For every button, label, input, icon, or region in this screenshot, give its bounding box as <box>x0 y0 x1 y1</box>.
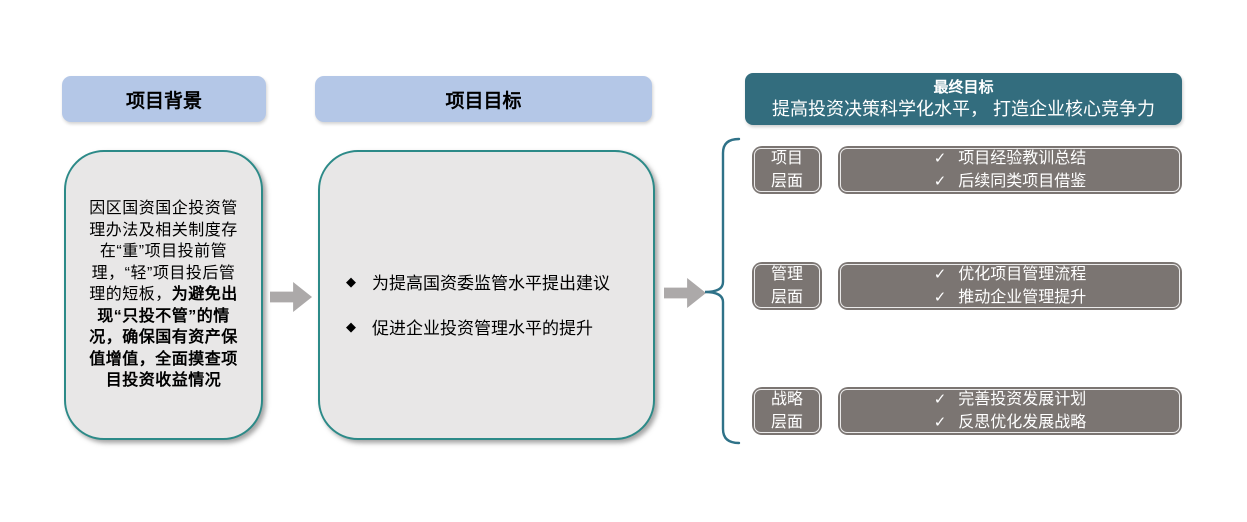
check-item: ✓ 项目经验教训总结 <box>934 147 1087 170</box>
diamond-bullet-icon: ◆ <box>346 274 356 289</box>
level-label-line: 项目 <box>770 150 803 167</box>
project-background-box: 因区国资国企投资管理办法及相关制度存在“重”项目投前管理，“轻”项目投后管理的短… <box>64 150 263 440</box>
curly-brace-icon <box>700 136 748 446</box>
check-item: ✓ 后续同类项目借鉴 <box>934 170 1087 193</box>
checkmark-icon: ✓ <box>933 173 947 190</box>
final-goal-subtitle: 提高投资决策科学化水平， 打造企业核心竞争力 <box>772 98 1155 119</box>
level-label-project: 项目 层面 <box>752 146 822 194</box>
checkmark-icon: ✓ <box>933 391 947 408</box>
level-content-project: ✓ 项目经验教训总结 ✓ 后续同类项目借鉴 <box>838 146 1182 194</box>
project-objectives-box: ◆ 为提高国资委监管水平提出建议 ◆ 促进企业投资管理水平的提升 <box>318 150 655 440</box>
level-label-management: 管理 层面 <box>752 262 822 310</box>
objective-item: ◆ 为提高国资委监管水平提出建议 <box>346 269 643 294</box>
checkmark-icon: ✓ <box>933 150 947 167</box>
checkmark-icon: ✓ <box>933 414 947 431</box>
check-item-text: 项目经验教训总结 <box>958 150 1087 167</box>
check-item-text: 完善投资发展计划 <box>958 391 1087 408</box>
background-text-bold: 为避免出现“只投不管”的情况，确保国有资产保值增值，全面摸查项目投资收益情况 <box>89 286 238 390</box>
objective-item: ◆ 促进企业投资管理水平的提升 <box>346 314 643 339</box>
check-item: ✓ 推动企业管理提升 <box>934 286 1087 309</box>
check-item: ✓ 完善投资发展计划 <box>934 388 1087 411</box>
level-content-strategy: ✓ 完善投资发展计划 ✓ 反思优化发展战略 <box>838 387 1182 435</box>
level-label-line: 层面 <box>770 414 803 431</box>
final-goal-header: 最终目标 提高投资决策科学化水平， 打造企业核心竞争力 <box>745 73 1182 125</box>
level-label-line: 层面 <box>770 289 803 306</box>
project-objectives-header: 项目目标 <box>315 76 652 122</box>
project-background-header: 项目背景 <box>62 76 266 122</box>
objective-text: 为提高国资委监管水平提出建议 <box>372 274 610 293</box>
project-background-text: 因区国资国企投资管理办法及相关制度存在“重”项目投前管理，“轻”项目投后管理的短… <box>85 198 243 392</box>
check-item-text: 推动企业管理提升 <box>958 289 1087 306</box>
level-label-line: 战略 <box>770 391 803 408</box>
level-content-management: ✓ 优化项目管理流程 ✓ 推动企业管理提升 <box>838 262 1182 310</box>
checkmark-icon: ✓ <box>933 266 947 283</box>
level-label-strategy: 战略 层面 <box>752 387 822 435</box>
check-item: ✓ 优化项目管理流程 <box>934 263 1087 286</box>
check-item: ✓ 反思优化发展战略 <box>934 411 1087 434</box>
right-arrow-icon <box>270 282 312 312</box>
background-text-regular: 因区国资国企投资管理办法及相关制度存在“重”项目投前管理，“轻”项目投后管理的短… <box>89 200 238 304</box>
objective-text: 促进企业投资管理水平的提升 <box>372 319 593 338</box>
check-item-text: 反思优化发展战略 <box>958 414 1087 431</box>
level-label-line: 层面 <box>770 173 803 190</box>
check-item-text: 后续同类项目借鉴 <box>958 173 1087 190</box>
objectives-bullet-list: ◆ 为提高国资委监管水平提出建议 ◆ 促进企业投资管理水平的提升 <box>320 251 653 339</box>
check-item-text: 优化项目管理流程 <box>958 266 1087 283</box>
level-label-line: 管理 <box>770 266 803 283</box>
checkmark-icon: ✓ <box>933 289 947 306</box>
diamond-bullet-icon: ◆ <box>346 319 356 334</box>
final-goal-title: 最终目标 <box>933 78 994 96</box>
